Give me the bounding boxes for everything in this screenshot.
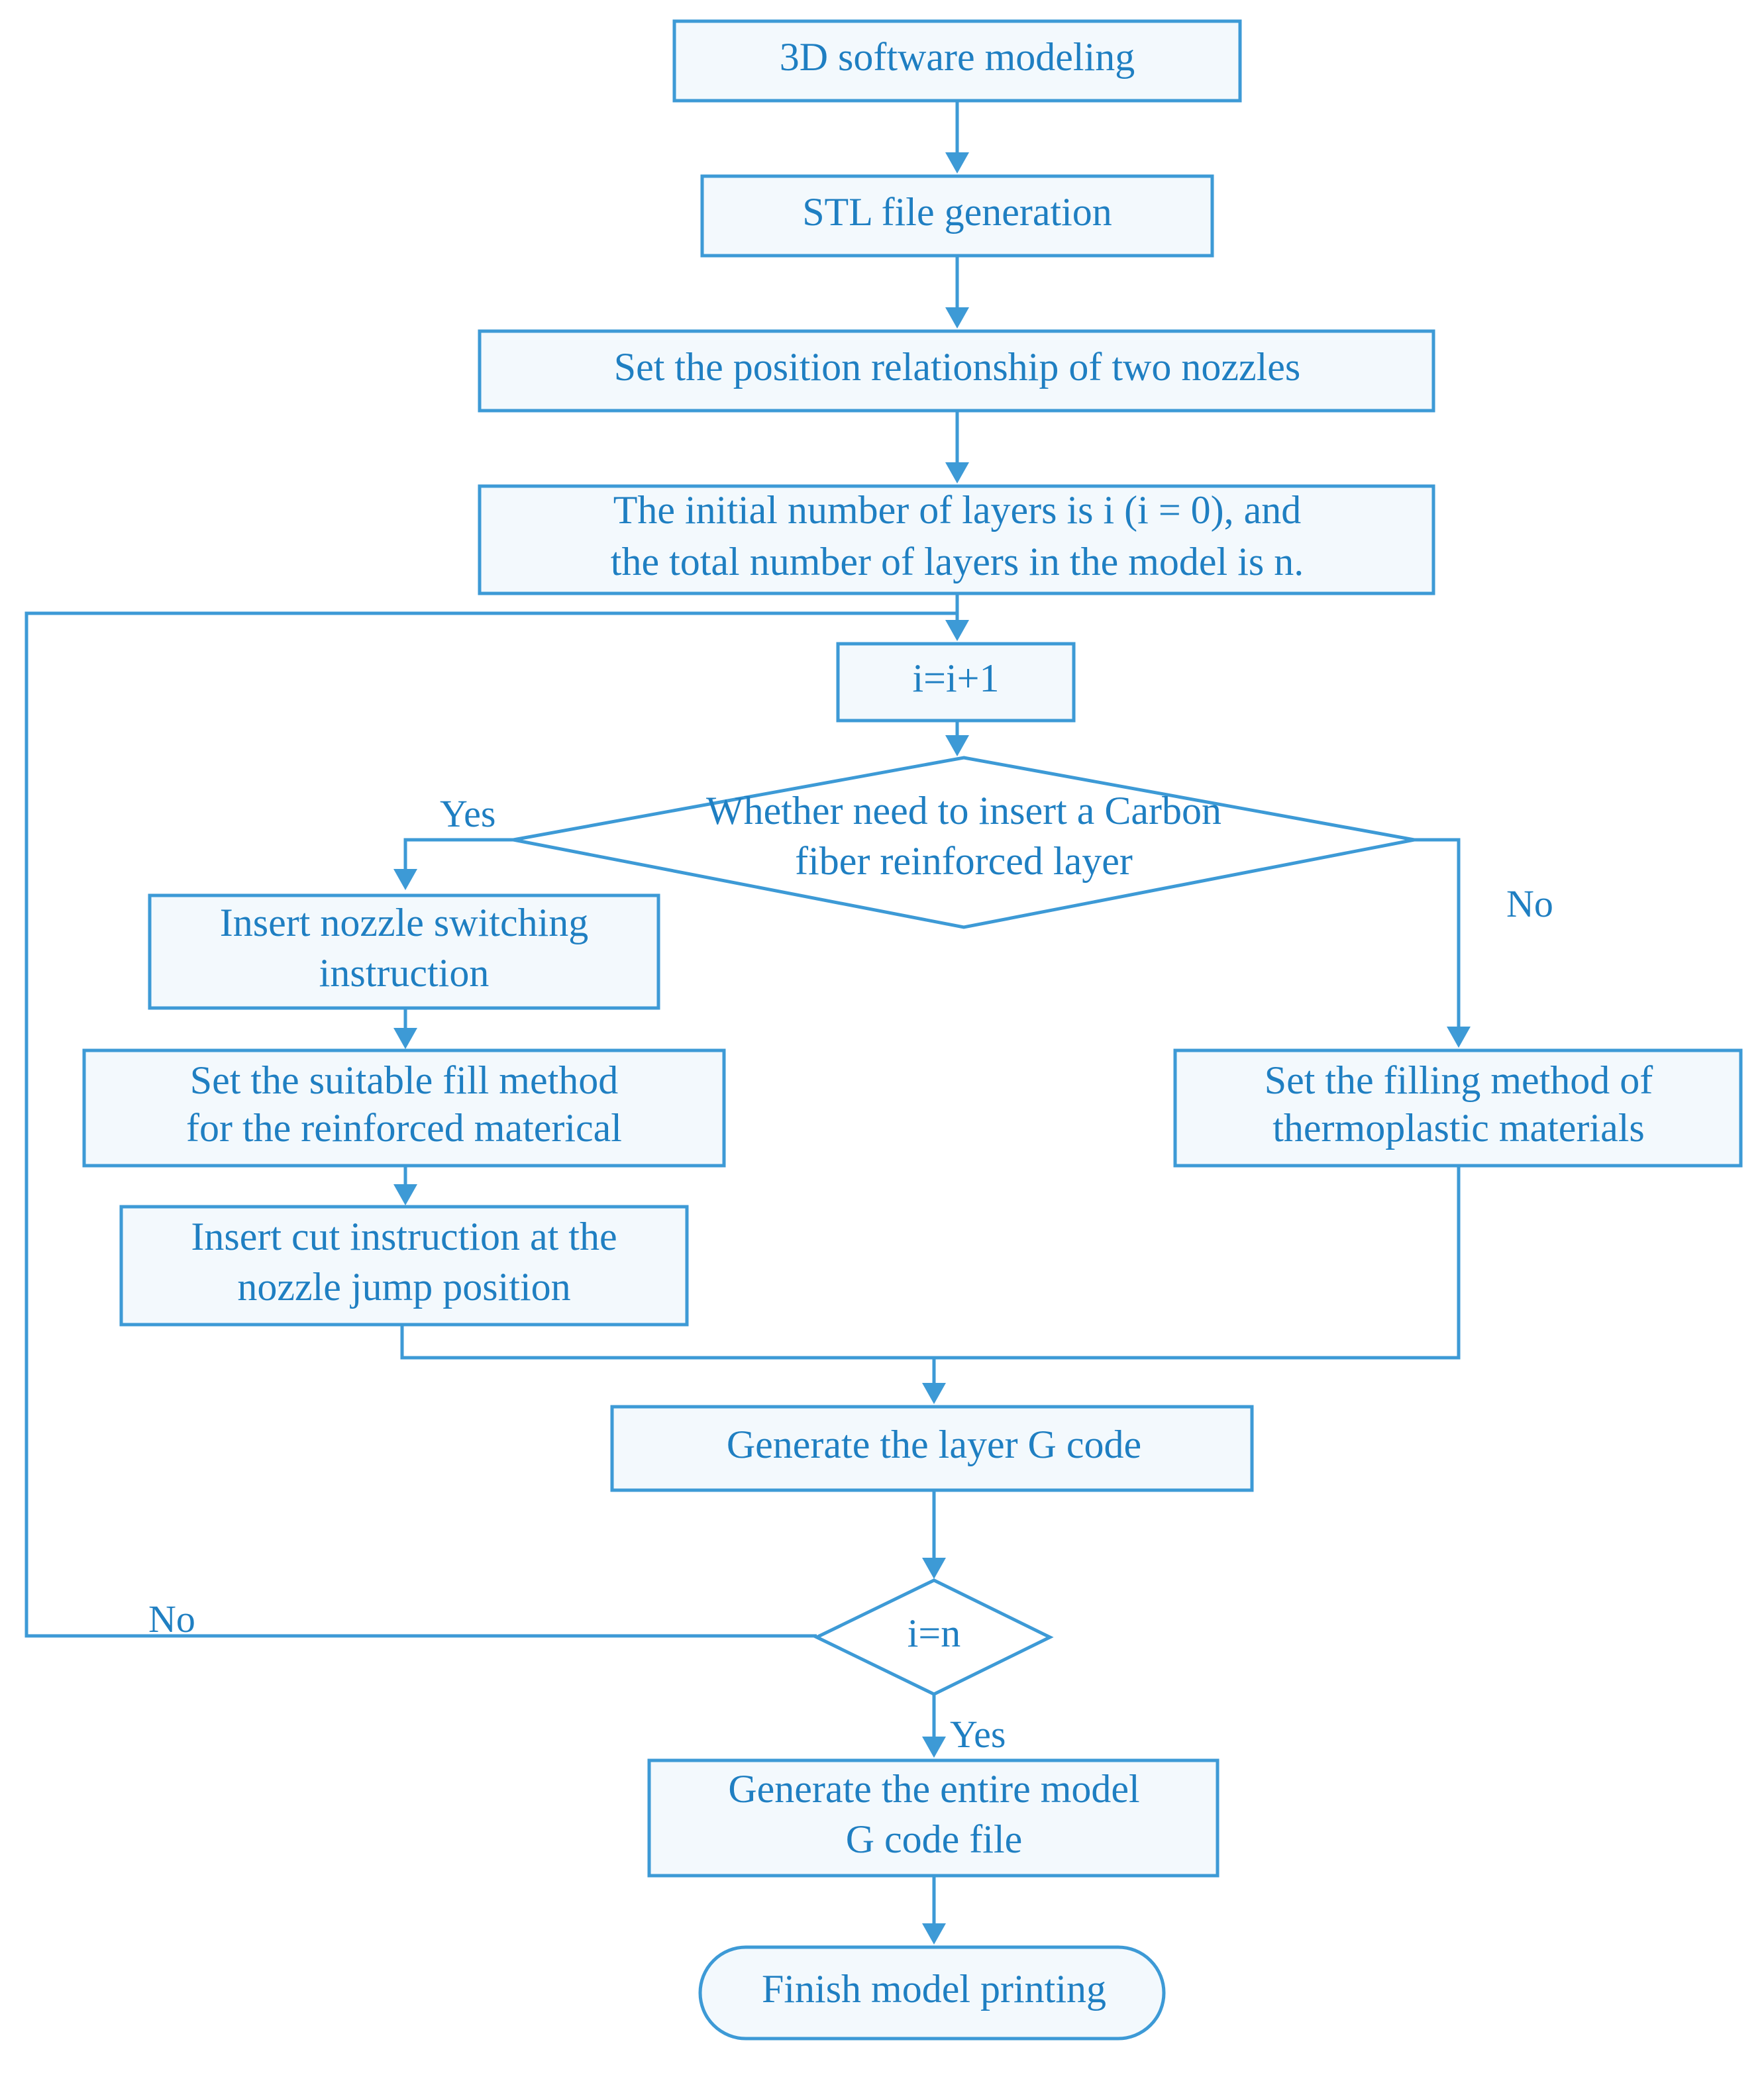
arrowhead [945,307,969,329]
node-text: i=i+1 [912,656,999,700]
node-text-line: Insert cut instruction at the [191,1215,617,1258]
node-text-line: Set the filling method of [1265,1058,1653,1102]
process-box [647,1758,1219,1878]
node-text: Whether need to insert a Carbon fiber rei… [706,789,1221,883]
node-text-line: G code file [846,1817,1023,1861]
node-init-layers: The initial number of layers is i (i = 0… [478,484,1435,595]
arrowhead [1447,1027,1471,1048]
node-modeling: 3D software modeling [672,19,1242,103]
arrowhead [393,869,417,890]
node-decision-done: i=n [813,1578,1054,1696]
arrowhead [393,1184,417,1205]
node-nozzle-position: Set the position relationship of two noz… [478,329,1435,413]
node-text: Generate the layer G code [727,1423,1141,1466]
node-text-line: Set the suitable fill method [190,1058,619,1102]
node-finish: Finish model printing [698,1945,1166,2041]
process-box [478,329,1435,413]
node-model-gcode: Generate the entire model G code file [647,1758,1219,1878]
node-decision-insert: Whether need to insert a Carbon fiber rei… [513,756,1415,929]
arrowhead [393,1028,417,1049]
decision-diamond [813,1578,1054,1696]
node-layer-gcode: Generate the layer G code [610,1405,1254,1492]
node-text-line: Insert nozzle switching [220,901,589,944]
edge-check-no-loop [25,611,957,1638]
node-text-line: Finish model printing [762,1967,1106,2011]
process-box [148,893,660,1010]
process-box [700,174,1214,258]
edge-labels: Yes No No Yes [148,792,1553,1756]
arrowhead [945,735,969,756]
node-text-line: for the reinforced materical [186,1106,622,1150]
label-done-yes: Yes [950,1713,1006,1756]
edge-decision-no-branch [1414,838,1461,1029]
node-text-line: the total number of layers in the model … [611,540,1304,583]
node-text: STL file generation [802,190,1112,234]
node-text-line: i=i+1 [912,656,999,700]
node-text: Finish model printing [762,1967,1106,2011]
decision-diamond [513,756,1415,929]
node-text: Insert cut instruction at the nozzle jump… [191,1215,617,1309]
node-text: Generate the entire model G code file [728,1767,1139,1861]
terminator-box [698,1945,1166,2041]
node-text-line: nozzle jump position [237,1265,570,1309]
node-text-line: Whether need to insert a Carbon [706,789,1221,833]
flow-edges [25,101,1471,1945]
process-box [610,1405,1254,1492]
process-box [82,1048,726,1168]
arrowhead [945,462,969,483]
process-box [1173,1048,1743,1168]
arrowhead [922,1737,946,1758]
node-text-line: Generate the entire model [728,1767,1139,1811]
arrowhead [922,1383,946,1404]
label-done-no: No [148,1597,195,1641]
label-insert-yes: Yes [440,792,495,835]
node-text-line: STL file generation [802,190,1112,234]
node-text-line: thermoplastic materials [1272,1106,1644,1150]
node-text-line: fiber reinforced layer [795,839,1133,883]
arrowhead [922,1923,946,1945]
node-text-line: i=n [908,1611,961,1655]
process-box [119,1205,689,1327]
node-text-line: instruction [319,951,490,995]
arrowhead [922,1558,946,1579]
node-insert-cut: Insert cut instruction at the nozzle jump… [119,1205,689,1327]
node-text: Insert nozzle switching instruction [220,901,589,995]
edge-cut-to-merge [400,1166,1461,1360]
node-increment: i=i+1 [836,642,1076,723]
node-text-line: The initial number of layers is i (i = 0… [613,488,1302,532]
node-text-line: Generate the layer G code [727,1423,1141,1466]
node-stl: STL file generation [700,174,1214,258]
process-box [836,642,1076,723]
label-insert-no: No [1506,882,1553,925]
node-text: Set the position relationship of two noz… [614,345,1301,389]
edge-decision-yes-branch [403,838,513,871]
node-text: The initial number of layers is i (i = 0… [611,488,1304,583]
node-text: i=n [908,1611,961,1655]
node-insert-switch: Insert nozzle switching instruction [148,893,660,1010]
arrowhead [945,152,969,174]
process-box [478,484,1435,595]
node-text-line: Set the position relationship of two noz… [614,345,1301,389]
node-text: 3D software modeling [780,35,1135,79]
node-text-line: 3D software modeling [780,35,1135,79]
process-box [672,19,1242,103]
arrowhead [945,620,969,641]
